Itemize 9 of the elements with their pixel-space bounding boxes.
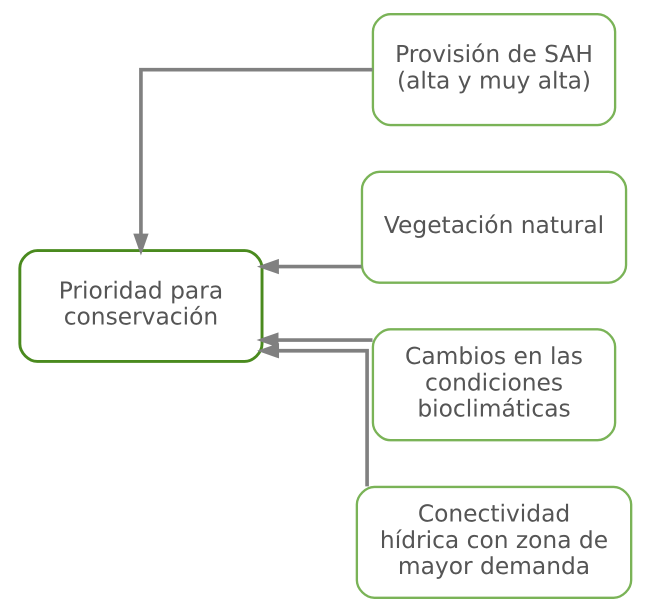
node-box: Vegetación natural (360, 170, 628, 284)
arrow (256, 332, 372, 348)
node-box: Cambios en las condiciones bioclimáticas (372, 328, 616, 442)
arrow (257, 343, 369, 486)
node-box: Provisión de SAH (alta y muy alta) (372, 13, 616, 126)
arrow (256, 258, 362, 274)
arrow (133, 68, 372, 256)
node-box: Prioridad para conservación (18, 249, 264, 363)
node-box: Conectividad hídrica con zona de mayor demanda (356, 486, 632, 599)
